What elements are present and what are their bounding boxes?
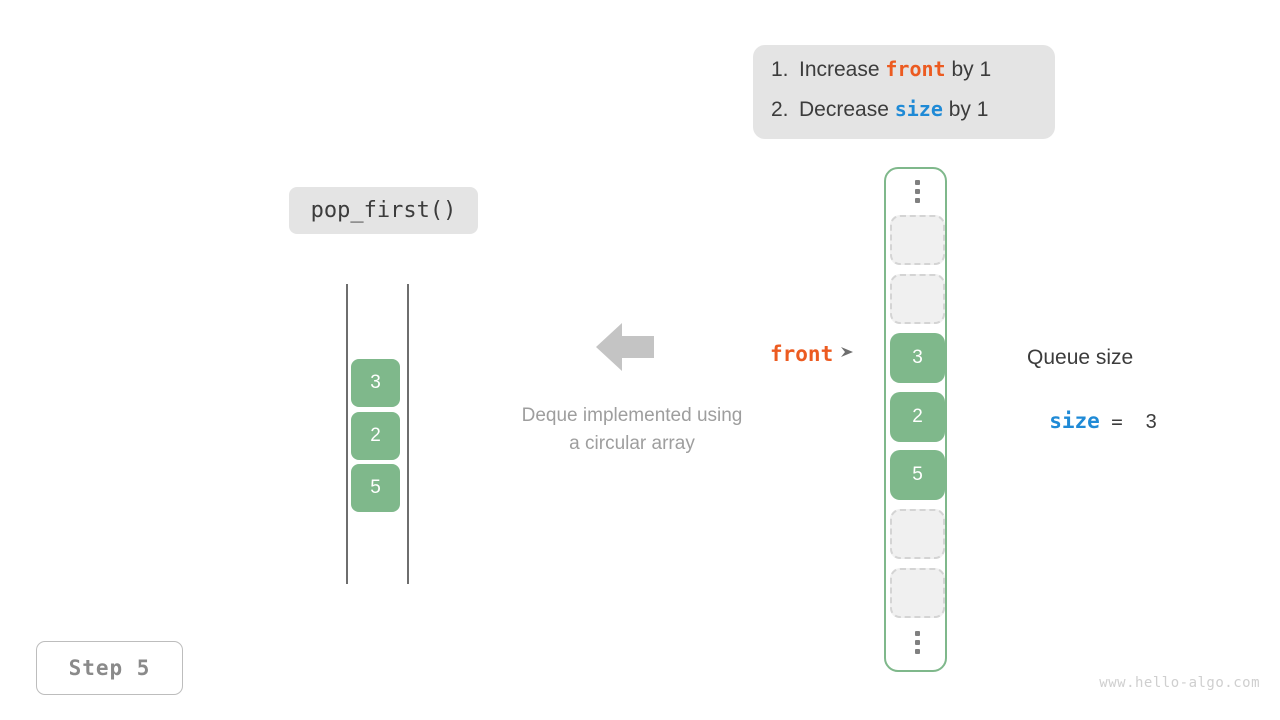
instruction-keyword-size: size xyxy=(894,97,943,121)
array-slot-empty xyxy=(890,509,945,559)
watermark: www.hello-algo.com xyxy=(1099,675,1260,691)
instruction-text-post: by 1 xyxy=(942,98,989,121)
array-slot-empty xyxy=(890,274,945,324)
step-badge: Step 5 xyxy=(36,641,183,695)
flow-caption-line-2: a circular array xyxy=(569,433,695,454)
deque-cell: 3 xyxy=(351,359,400,407)
instruction-box: 1. Increase front by 1 2. Decrease size … xyxy=(753,45,1055,139)
deque-cell: 2 xyxy=(351,412,400,460)
instruction-item: 1. Increase front by 1 xyxy=(771,57,1035,97)
front-pointer: front xyxy=(770,342,854,366)
circular-array-container: 3 2 5 xyxy=(884,167,947,672)
queue-size-title: Queue size xyxy=(1027,346,1134,369)
left-arrow-icon xyxy=(596,322,656,372)
front-pointer-label: front xyxy=(770,342,834,366)
queue-size-value: 3 xyxy=(1145,411,1157,433)
queue-size-variable: size xyxy=(1049,409,1100,433)
array-slot-filled: 5 xyxy=(890,450,945,500)
instruction-keyword-front: front xyxy=(885,57,946,81)
ellipsis-icon xyxy=(886,631,949,654)
deque-right-border-line xyxy=(407,284,409,584)
right-chevron-icon xyxy=(840,345,854,364)
deque-cell: 5 xyxy=(351,464,400,512)
instruction-item: 2. Decrease size by 1 xyxy=(771,97,1035,137)
flow-caption: Deque implemented using a circular array xyxy=(452,402,812,458)
queue-size-block: Queue size size = 3 xyxy=(1027,343,1227,470)
queue-size-expression: size = 3 xyxy=(1027,373,1227,470)
flow-caption-line-1: Deque implemented using xyxy=(521,405,743,426)
operation-label: pop_first() xyxy=(289,187,478,234)
deque-column: 3 2 5 xyxy=(340,284,415,584)
array-slot-empty xyxy=(890,215,945,265)
array-slot-filled: 3 xyxy=(890,333,945,383)
instruction-number: 1. xyxy=(771,58,789,81)
queue-size-operator: = xyxy=(1111,411,1123,433)
instruction-text-pre: Decrease xyxy=(799,98,895,121)
deque-left-border-line xyxy=(346,284,348,584)
ellipsis-icon xyxy=(886,180,949,203)
instruction-text-post: by 1 xyxy=(945,58,992,81)
array-slot-filled: 2 xyxy=(890,392,945,442)
array-slot-empty xyxy=(890,568,945,618)
instruction-text-pre: Increase xyxy=(799,58,886,81)
instruction-number: 2. xyxy=(771,98,789,121)
